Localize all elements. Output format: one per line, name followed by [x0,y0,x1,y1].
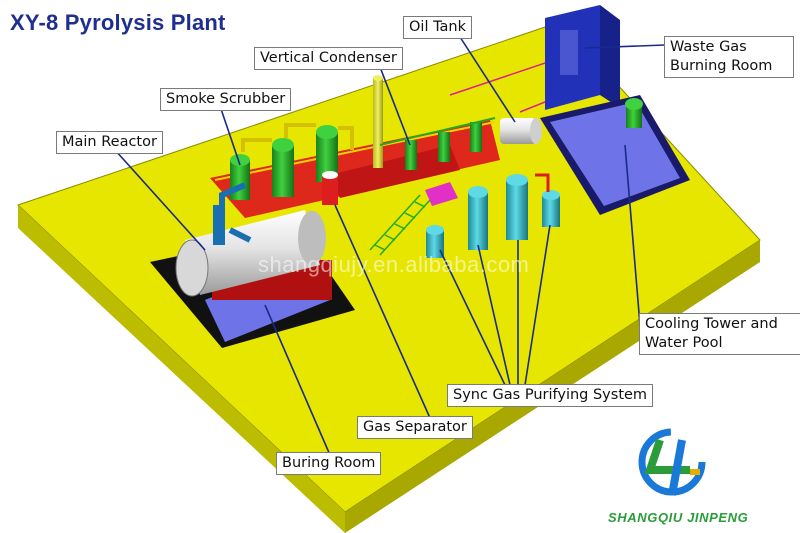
waste-gas-room [545,5,620,110]
water-pool [540,95,690,215]
smoke-scrubbers [230,123,354,200]
jinpeng-logo [638,428,706,496]
leader-lines [114,36,666,456]
gas-separator-vessel [322,171,338,205]
label-main-reactor: Main Reactor [56,131,163,154]
page-title: XY-8 Pyrolysis Plant [10,10,226,35]
stairs [369,194,431,256]
brand-name: SHANGQIU JINPENG [608,510,749,525]
chimney [373,75,383,168]
label-waste-gas-room: Waste Gas Burning Room [664,36,794,78]
main-reactor [175,182,332,300]
label-sync-gas-system: Sync Gas Purifying System [447,384,654,407]
label-cooling-tower: Cooling Tower and Water Pool [639,313,800,355]
sync-gas-tanks [426,173,560,258]
label-burning-room: Buring Room [276,452,382,475]
vertical-condensers [379,117,496,170]
label-smoke-scrubber: Smoke Scrubber [160,88,292,111]
label-vertical-condenser: Vertical Condenser [254,47,403,70]
oil-tank [500,118,542,144]
watermark: shangqiujy.en.alibaba.com [258,252,530,277]
pink-platform [425,182,458,206]
label-oil-tank: Oil Tank [403,16,473,39]
label-gas-separator: Gas Separator [357,416,473,439]
